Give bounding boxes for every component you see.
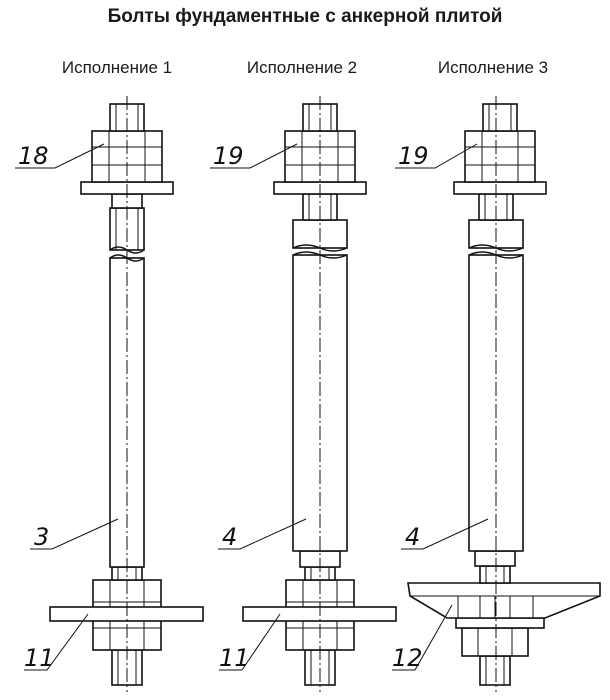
bolt-3-anchor-plate (407, 582, 601, 619)
callout-11-variant-2: 11 (219, 644, 250, 672)
bolt-variant-3 (407, 96, 601, 692)
callout-19-variant-2: 19 (213, 142, 244, 170)
callout-19-variant-3: 19 (398, 142, 429, 170)
bolt-3-washer (453, 181, 547, 195)
callout-18: 18 (18, 142, 49, 170)
callout-12: 12 (392, 644, 423, 672)
variant-2-label: Исполнение 2 (246, 58, 358, 77)
leader-lines (15, 143, 489, 671)
bolt-3-bottom-nut (461, 627, 529, 657)
variant-3-label: Исполнение 3 (437, 58, 549, 77)
variant-1-label: Исполнение 1 (61, 58, 173, 77)
callout-4-variant-3: 4 (405, 523, 420, 551)
callout-4-variant-2: 4 (222, 523, 237, 551)
bolt-3-top-nuts (464, 130, 536, 183)
bolt-3-bottom-thread (479, 655, 511, 686)
callout-11-variant-1: 11 (24, 644, 55, 672)
bolt-variant-1 (49, 96, 204, 692)
bolt-variant-2 (242, 96, 397, 692)
diagram-title: Болты фундаментные с анкерной плитой (107, 6, 503, 27)
callout-3: 3 (34, 523, 49, 551)
